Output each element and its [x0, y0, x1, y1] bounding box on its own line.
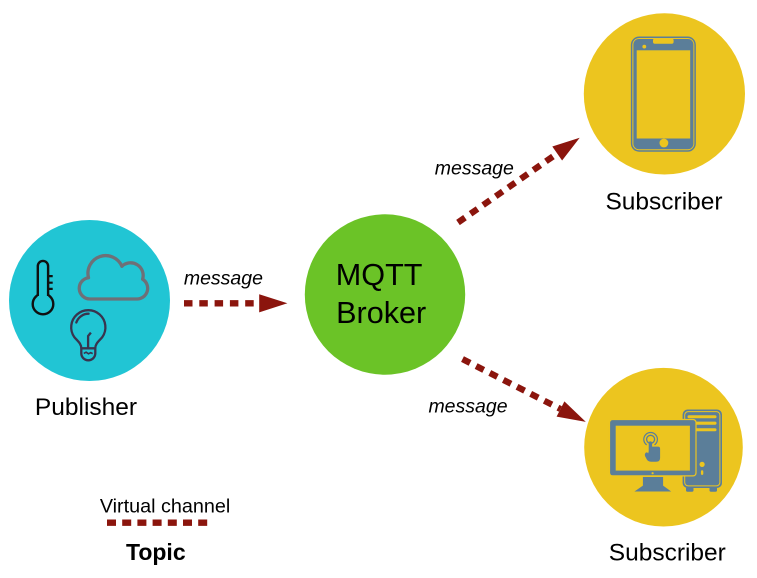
svg-text:Broker: Broker: [336, 296, 426, 330]
svg-text:Subscriber: Subscriber: [605, 189, 722, 216]
svg-text:MQTT: MQTT: [336, 258, 423, 292]
svg-text:Subscriber: Subscriber: [609, 540, 726, 567]
svg-text:Publisher: Publisher: [35, 394, 137, 421]
svg-text:Topic: Topic: [126, 539, 186, 565]
svg-text:message: message: [428, 396, 507, 418]
svg-text:Virtual channel: Virtual channel: [100, 495, 231, 517]
svg-text:message: message: [184, 268, 263, 290]
svg-text:message: message: [435, 157, 514, 179]
